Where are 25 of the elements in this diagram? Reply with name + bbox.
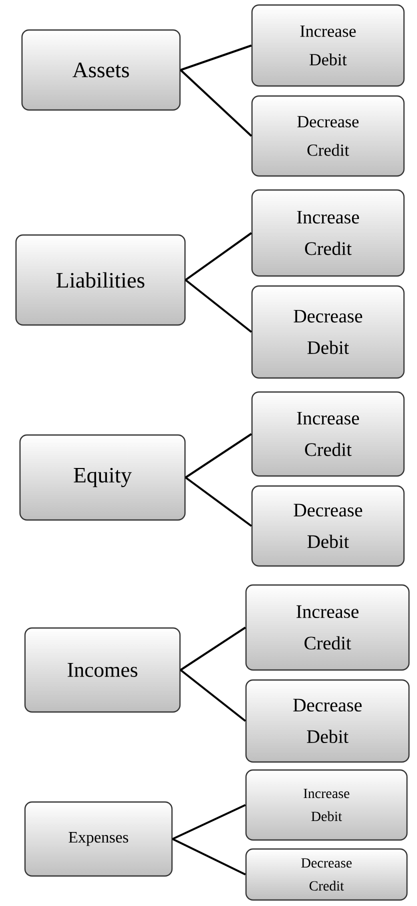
rule-box: Decrease Credit xyxy=(251,95,405,177)
connector-line xyxy=(185,232,252,281)
connector-line xyxy=(185,433,252,478)
rule-box: Increase Credit xyxy=(251,391,405,477)
rule-box: Increase Credit xyxy=(245,584,410,671)
rule-box: Increase Debit xyxy=(251,4,405,87)
connector-line xyxy=(172,838,246,876)
category-box: Assets xyxy=(21,29,181,111)
category-box: Liabilities xyxy=(15,234,186,326)
category-box: Equity xyxy=(19,434,186,521)
category-box: Expenses xyxy=(24,801,173,877)
connector-line xyxy=(180,69,252,137)
category-box: Incomes xyxy=(24,627,181,713)
rule-box: Decrease Debit xyxy=(251,485,405,567)
connector-line xyxy=(172,804,246,840)
rule-box: Increase Debit xyxy=(245,769,408,841)
rule-box: Decrease Debit xyxy=(245,679,410,763)
connector-line xyxy=(180,44,252,71)
connector-line xyxy=(180,669,246,722)
connector-line xyxy=(184,279,252,333)
rule-box: Decrease Debit xyxy=(251,285,405,379)
rule-box: Increase Credit xyxy=(251,189,405,277)
rule-box: Decrease Credit xyxy=(245,848,408,901)
connector-line xyxy=(185,476,252,527)
connector-line xyxy=(180,626,246,671)
